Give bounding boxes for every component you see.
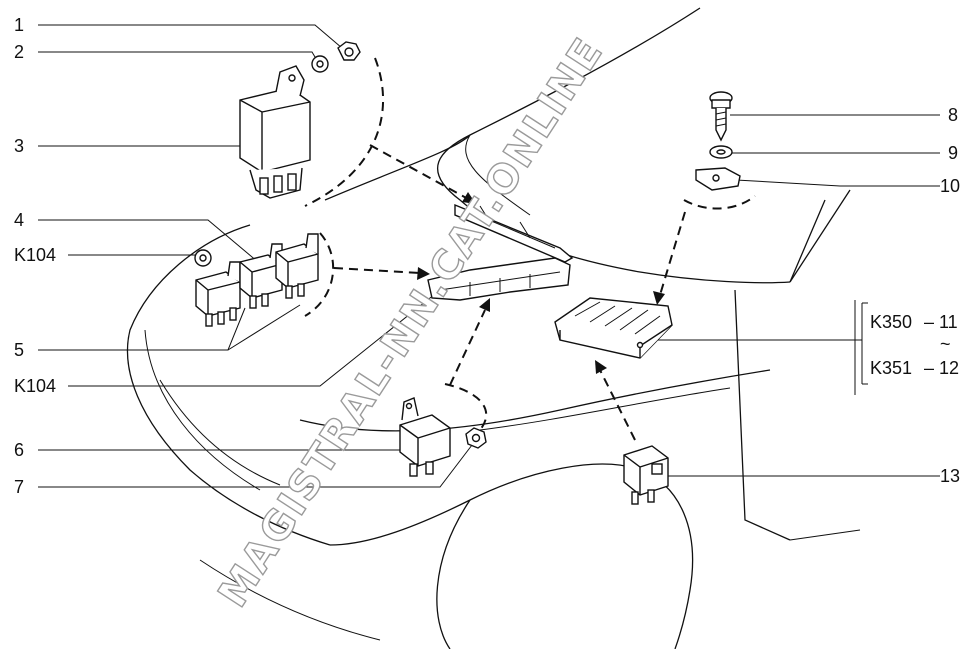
nut-part-1	[337, 41, 361, 61]
callout-3: 3	[14, 136, 24, 156]
callout-2: 2	[14, 42, 24, 62]
callout-k104-bracket: K104	[14, 376, 56, 396]
callout-k350: K350	[870, 312, 912, 332]
callout-labels: 1 2 3 4 K104 5 K104 6 7 8 9 10 K350 – 11…	[14, 15, 960, 497]
callout-5: 5	[14, 340, 24, 360]
callout-k104-nut: K104	[14, 245, 56, 265]
screw-part-8	[709, 91, 733, 142]
washer-part-9	[709, 145, 733, 159]
clip-nut-part-10	[695, 167, 741, 191]
fuse-box-k350	[554, 297, 673, 359]
callout-8: 8	[948, 105, 958, 125]
relay-bracket-upper	[454, 203, 574, 263]
callout-k351: K351	[870, 358, 912, 378]
callout-7: 7	[14, 477, 24, 497]
leader-lines	[38, 24, 940, 488]
relay-group-4-5	[195, 233, 319, 327]
callout-6: 6	[14, 440, 24, 460]
vehicle-body-outline	[126, 7, 861, 649]
relay-part-6	[399, 397, 451, 477]
callout-4: 4	[14, 210, 24, 230]
relay-bracket-k104	[427, 257, 571, 301]
callout-9: 9	[948, 143, 958, 163]
callout-12: – 12	[924, 358, 959, 378]
grouping-arcs	[304, 57, 756, 431]
nut-part-7	[465, 427, 487, 449]
nut-k104	[194, 249, 212, 267]
washer-part-2	[311, 55, 329, 73]
callout-13: 13	[940, 466, 960, 486]
callout-tilde: ~	[940, 334, 951, 354]
relay-part-13	[623, 445, 669, 505]
callout-11: – 11	[924, 312, 958, 332]
assembly-arrows	[333, 144, 686, 441]
relay-part-3	[239, 65, 311, 199]
callout-10: 10	[940, 176, 960, 196]
callout-1: 1	[14, 15, 24, 35]
